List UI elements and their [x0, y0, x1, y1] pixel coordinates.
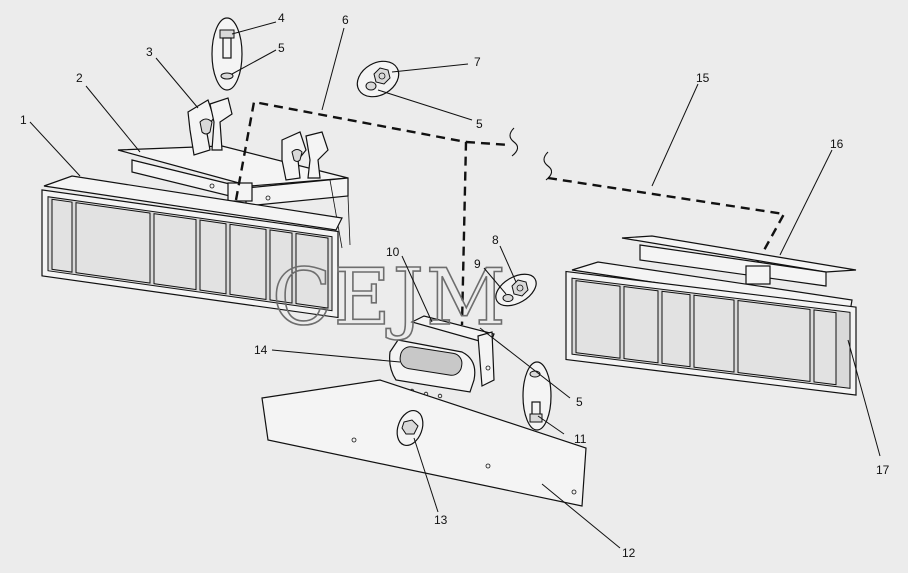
- nut-oval-center: [495, 273, 537, 307]
- callout-4: 4: [278, 11, 285, 25]
- callout-7: 7: [474, 55, 481, 69]
- nut-oval-upper: [356, 60, 400, 98]
- license-plate-panel: [261, 379, 587, 507]
- watermark-text: CEJM: [272, 253, 508, 343]
- bolt-oval-lower: [522, 361, 552, 431]
- callout-5-upper-left: 5: [278, 41, 285, 55]
- callout-1: 1: [20, 113, 27, 127]
- callout-5-lower: 5: [576, 395, 583, 409]
- callout-6: 6: [342, 13, 349, 27]
- callout-8: 8: [492, 233, 499, 247]
- callout-3: 3: [146, 45, 153, 59]
- callout-9: 9: [474, 257, 481, 271]
- callout-2: 2: [76, 71, 83, 85]
- bolt-oval-upper-left: [211, 17, 243, 91]
- right-tail-lamp: [565, 261, 857, 396]
- license-plate-lamp: [389, 339, 476, 399]
- callout-labels: 1 2 3 4 5 6 7 5 15 16 8 9 10 14 5 11 17 …: [20, 11, 890, 560]
- callout-16: 16: [830, 137, 844, 151]
- callout-12: 12: [622, 546, 636, 560]
- callout-15: 15: [696, 71, 710, 85]
- callout-17: 17: [876, 463, 890, 477]
- bolt-oval-plate: [396, 409, 424, 447]
- callout-14: 14: [254, 343, 268, 357]
- license-lamp-bracket: [410, 315, 495, 387]
- callout-10: 10: [386, 245, 400, 259]
- left-tail-lamp: [41, 175, 343, 319]
- leader-lines: [29, 21, 881, 549]
- left-lamp-clips: [187, 97, 329, 181]
- callout-5-upper: 5: [476, 117, 483, 131]
- callout-11: 11: [574, 432, 587, 446]
- wiring-harness-dashed: [234, 100, 786, 326]
- callout-13: 13: [434, 513, 448, 527]
